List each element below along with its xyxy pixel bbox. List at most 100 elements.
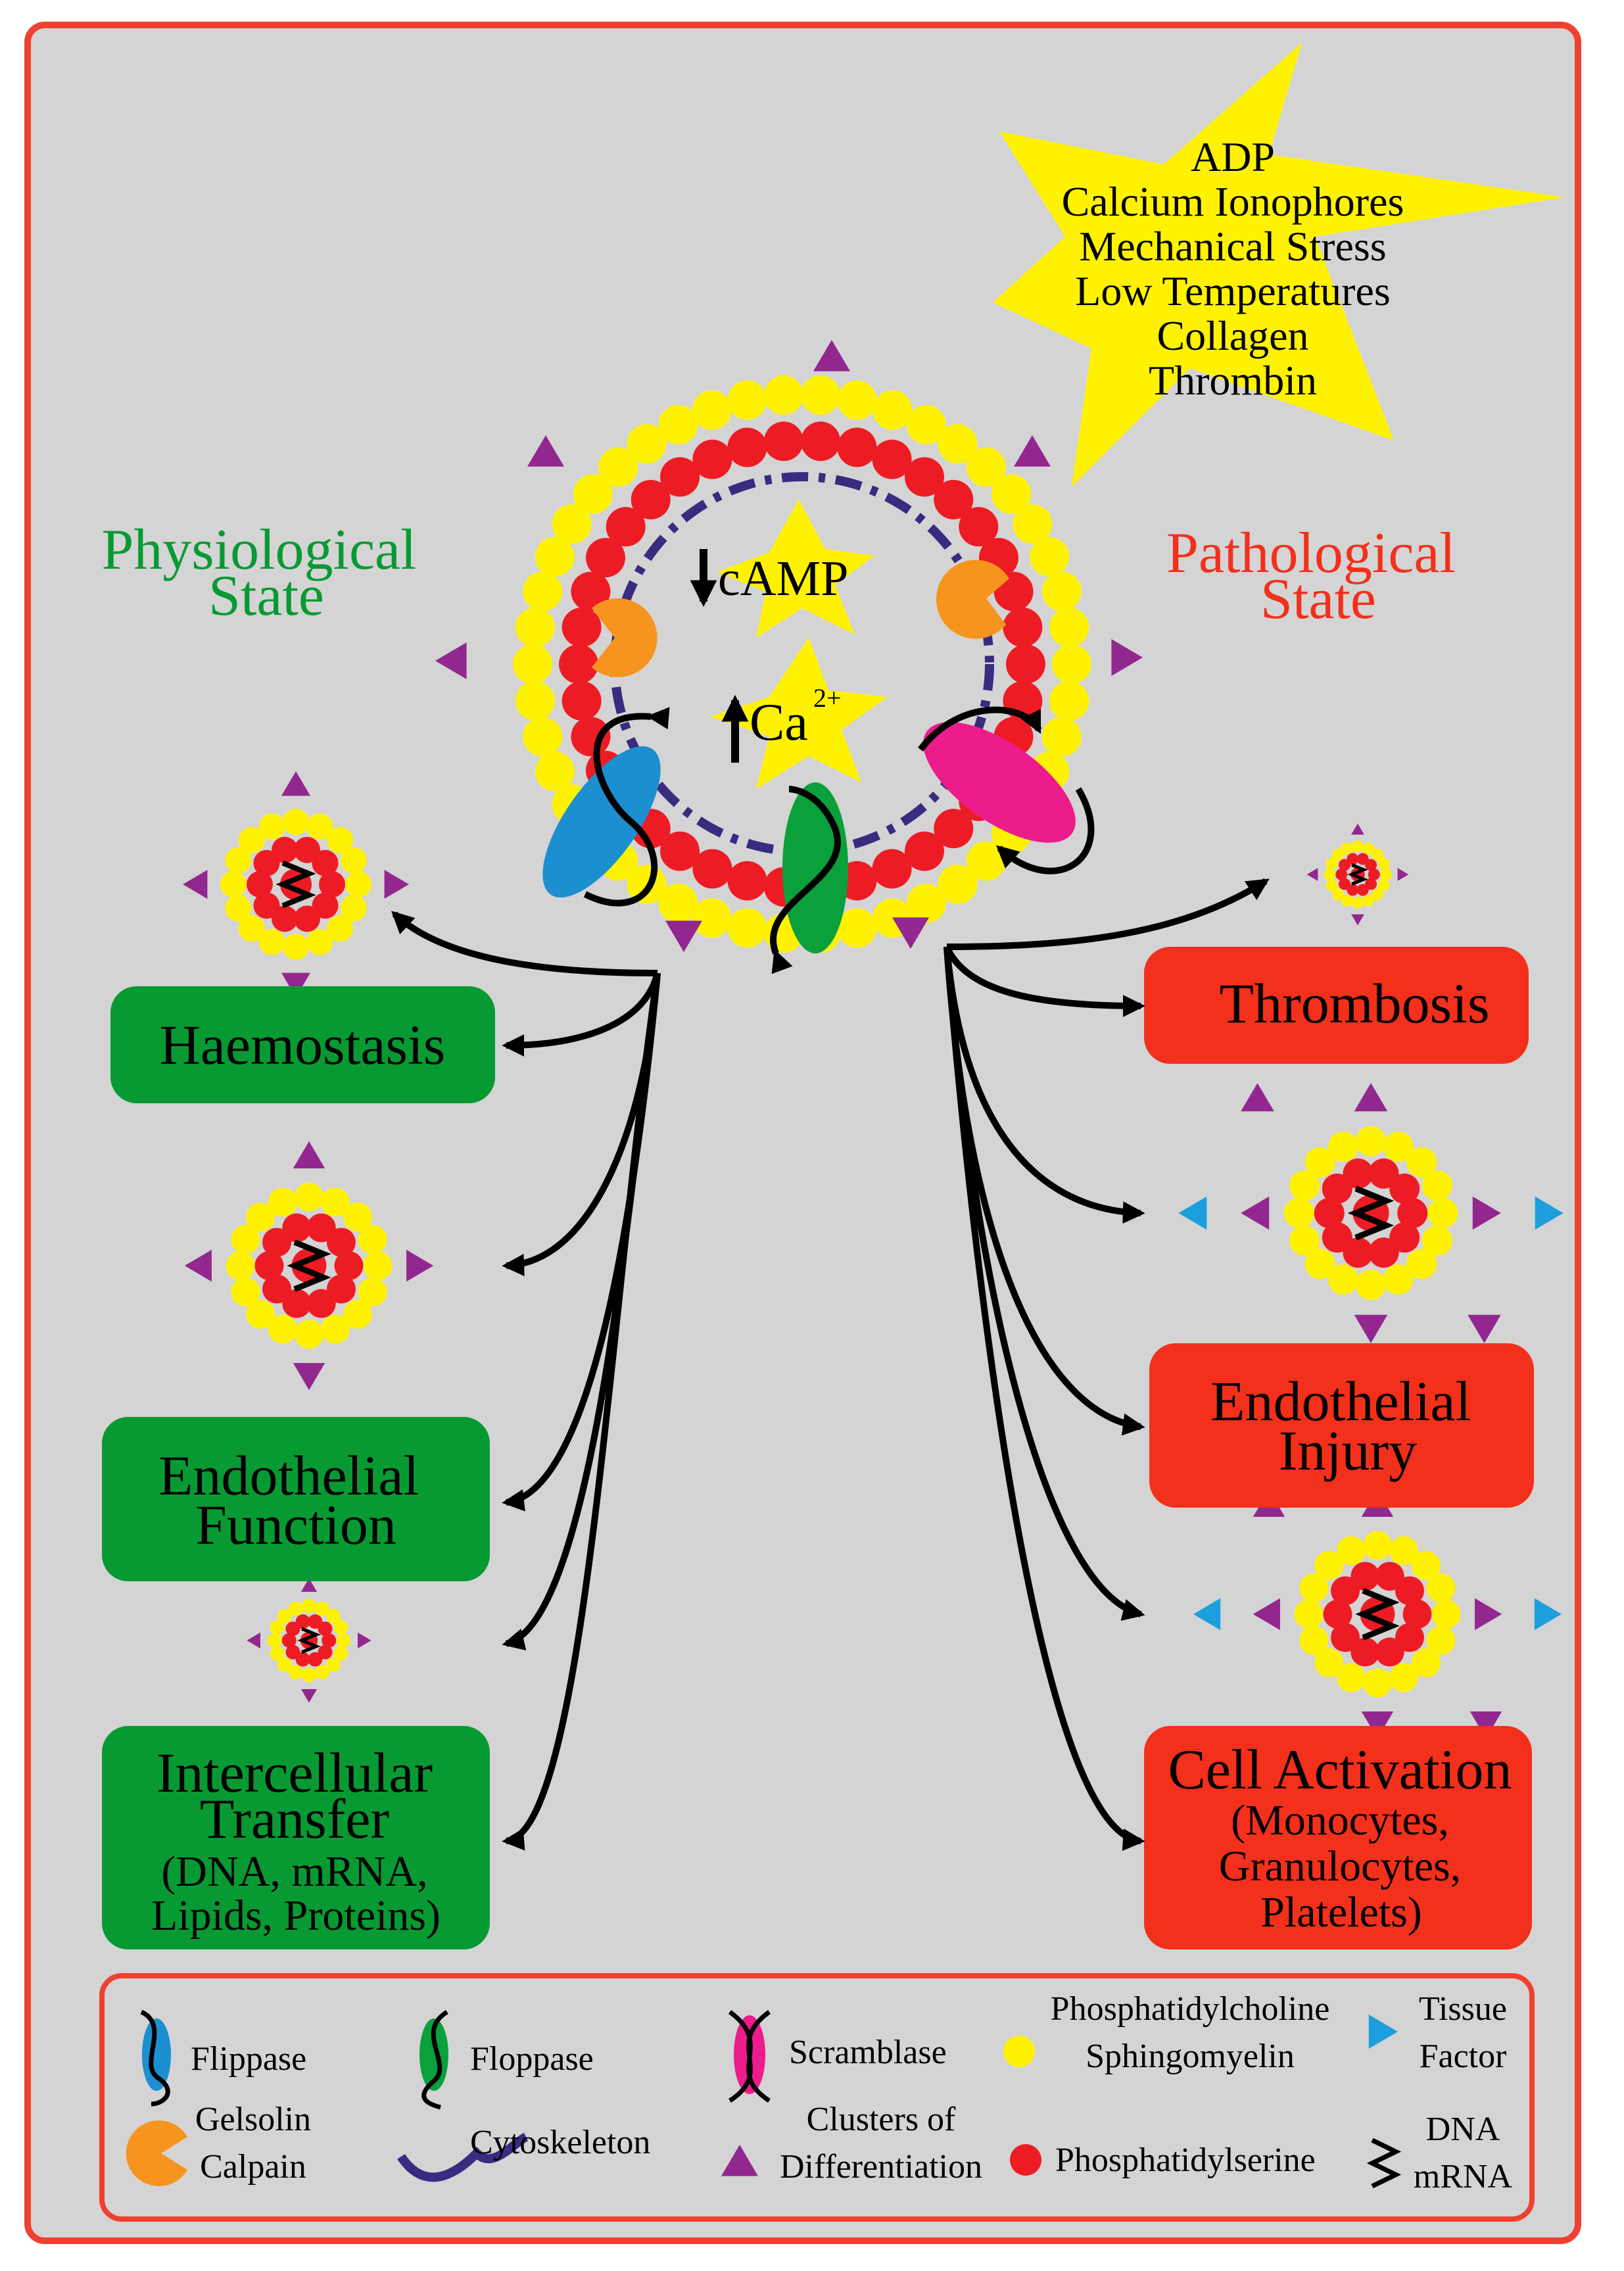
inner-leaflet-lipid xyxy=(308,1652,323,1667)
outer-leaflet-lipid xyxy=(938,864,978,904)
arrow-to-vesicle-4 xyxy=(946,878,1270,950)
vesicle-physiological-2 xyxy=(184,1141,434,1391)
cd-marker xyxy=(435,642,467,679)
inner-leaflet-lipid xyxy=(262,1228,292,1257)
inner-leaflet-lipid xyxy=(561,681,602,721)
outer-leaflet-lipid xyxy=(535,537,575,577)
outer-leaflet-lipid xyxy=(1049,681,1089,721)
inner-leaflet-lipid xyxy=(285,1644,300,1660)
dna-mrna-icon xyxy=(297,1627,321,1654)
legend-gelsolin-calpain-label-line: Gelsolin xyxy=(195,2101,311,2138)
cd-marker xyxy=(1354,1083,1388,1112)
gelsolin-calpain-icon xyxy=(936,560,1009,639)
vesicle-physiological-3 xyxy=(247,1578,371,1703)
outer-leaflet-lipid xyxy=(1363,1668,1392,1698)
cd-marker xyxy=(247,1632,260,1649)
inner-leaflet-lipid xyxy=(1375,1562,1404,1591)
trigger-item: Collagen xyxy=(1157,312,1308,359)
scramblase-arrow xyxy=(918,706,1042,752)
outer-leaflet-lipid xyxy=(727,908,767,948)
inner-leaflet-lipid xyxy=(1322,1222,1352,1253)
cd-marker xyxy=(813,340,850,371)
outer-leaflet-lipid xyxy=(258,928,285,955)
scramblase-arrow xyxy=(728,2010,771,2103)
inner-leaflet-lipid xyxy=(306,1289,336,1318)
trigger-item: ADP xyxy=(1191,133,1275,180)
outer-leaflet-lipid xyxy=(906,884,946,924)
inner-leaflet-lipid xyxy=(801,421,841,462)
legend-dna-mrna-label: DNA mRNA xyxy=(1414,2111,1513,2195)
arrow-to-intercellular-transfer xyxy=(502,972,661,1851)
outer-leaflet-lipid xyxy=(306,928,333,955)
outer-leaflet-lipid xyxy=(692,390,732,430)
outer-leaflet-lipid xyxy=(314,1665,329,1680)
arrow-to-thrombosis xyxy=(943,945,1145,1017)
inner-leaflet-lipid xyxy=(1006,644,1045,684)
inner-leaflet-lipid xyxy=(254,1251,284,1280)
cd-marker xyxy=(183,870,208,899)
outer-leaflet-lipid xyxy=(295,1320,323,1349)
outer-leaflet-lipid xyxy=(333,1646,348,1661)
outer-leaflet-lipid xyxy=(231,1225,260,1255)
inner-leaflet-lipid xyxy=(1389,1173,1420,1204)
inner-leaflet-lipid xyxy=(1402,1600,1432,1629)
legend-cytoskeleton-label-line: Cytoskeleton xyxy=(470,2124,650,2161)
outer-leaflet-lipid xyxy=(906,404,946,444)
dna-mrna-icon xyxy=(1355,1588,1400,1640)
cd-marker xyxy=(1253,1598,1280,1631)
inner-leaflet-lipid xyxy=(293,905,320,932)
outer-leaflet-lipid xyxy=(246,1203,275,1232)
cd-marker xyxy=(406,1249,434,1282)
calcium-superscript: 2+ xyxy=(813,683,842,713)
outer-leaflet-lipid xyxy=(333,1620,348,1635)
cell-activation-box xyxy=(1144,1726,1532,1949)
outer-leaflet-lipid xyxy=(302,1667,316,1683)
outer-leaflet-lipid xyxy=(1304,1147,1335,1178)
outer-leaflet-lipid xyxy=(1331,888,1344,901)
outer-leaflet-lipid xyxy=(727,380,767,420)
inner-leaflet-lipid xyxy=(1368,1158,1399,1189)
trigger-item: Thrombin xyxy=(1149,357,1317,404)
trigger-star xyxy=(993,43,1565,487)
inner-leaflet-lipid xyxy=(1331,1623,1360,1652)
cd-marker xyxy=(1468,1314,1501,1343)
outer-leaflet-lipid xyxy=(1389,1536,1418,1566)
outer-leaflet-lipid xyxy=(1421,1170,1452,1201)
outer-leaflet-lipid xyxy=(1283,1198,1314,1228)
legend-flippase-label: Flippase xyxy=(191,2040,306,2078)
trigger-item: Low Temperatures xyxy=(1075,268,1391,314)
legend-dna-mrna-label-line: mRNA xyxy=(1414,2158,1513,2195)
outer-leaflet-lipid xyxy=(1383,1264,1414,1295)
legend-gelsolin-calpain-label-line: Calpain xyxy=(200,2148,306,2186)
outer-leaflet-lipid xyxy=(336,1633,351,1648)
pc-sm-icon xyxy=(1003,2036,1035,2067)
outer-leaflet-lipid xyxy=(872,390,913,430)
outer-leaflet-lipid xyxy=(289,1601,304,1616)
inner-leaflet-lipid xyxy=(1356,853,1369,865)
outer-leaflet-lipid xyxy=(1352,896,1364,909)
legend-flippase-label-line: Flippase xyxy=(191,2040,306,2078)
inner-leaflet-lipid xyxy=(326,1274,356,1304)
outer-leaflet-lipid xyxy=(1289,1225,1320,1256)
legend-dna-mrna-label-line: DNA xyxy=(1426,2111,1500,2148)
arrow-group xyxy=(391,878,1270,1851)
outer-leaflet-lipid xyxy=(1362,842,1375,855)
outer-leaflet-lipid xyxy=(1356,1270,1386,1301)
outer-leaflet-lipid xyxy=(320,1187,350,1217)
outer-leaflet-lipid xyxy=(1337,1536,1366,1566)
outer-leaflet-lipid xyxy=(325,1609,341,1624)
outer-leaflet-lipid xyxy=(1356,1126,1386,1157)
outer-leaflet-lipid xyxy=(1299,1573,1329,1603)
inner-leaflet-lipid xyxy=(253,892,280,919)
outer-leaflet-lipid xyxy=(1372,848,1384,861)
outer-leaflet-lipid xyxy=(1379,869,1392,880)
legend-cd-label-line: Clusters of xyxy=(807,2101,956,2138)
inner-leaflet-lipid xyxy=(295,1614,310,1629)
inner-leaflet-lipid xyxy=(247,871,273,897)
cell-activation-label: Cell Activation (Monocytes, Granulocytes… xyxy=(1168,1738,1514,1936)
outer-leaflet-lipid xyxy=(552,504,592,544)
tissue-factor-marker xyxy=(1193,1598,1221,1631)
